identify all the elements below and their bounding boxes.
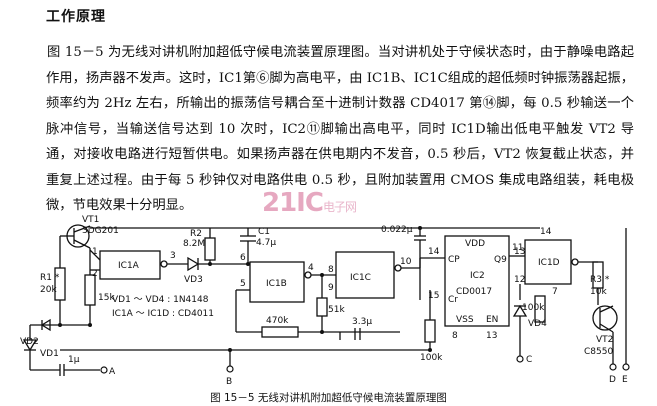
watermark-sub: 电子网: [322, 200, 357, 214]
label-c1-val: 4.7μ: [256, 238, 276, 248]
terminal-a: A: [109, 367, 116, 377]
pin-6: 6: [240, 253, 246, 263]
label-c-1u: 1μ: [68, 355, 80, 365]
pin-14: 14: [428, 247, 440, 257]
label-ic1c: IC1C: [350, 273, 371, 283]
pin-11: 11: [512, 243, 523, 253]
label-vd1: VD1: [40, 349, 59, 359]
label-ic2-part: CD0017: [456, 287, 492, 297]
label-vd3: VD3: [184, 275, 203, 285]
label-r-100k-right: 100k: [522, 303, 545, 313]
label-r1: R1 *: [40, 273, 60, 283]
terminal-b: B: [226, 377, 232, 387]
label-vd-note: VD1 ～ VD4 : 1N4148: [112, 295, 209, 305]
pin-9: 9: [328, 283, 334, 293]
watermark-main: 21IC: [262, 188, 324, 218]
terminal-d: D: [609, 375, 616, 385]
label-ic-note: IC1A ～ IC1D : CD4011: [112, 309, 214, 319]
label-ic1d: IC1D: [538, 258, 560, 268]
pin-8b: 8: [452, 331, 458, 341]
label-r-51k: 51k: [328, 305, 345, 315]
pin-13: 13: [486, 331, 497, 341]
label-ic1b: IC1B: [266, 279, 287, 289]
label-r3: R3 *: [590, 275, 610, 285]
pin-3: 3: [170, 251, 176, 261]
watermark-logo: 21IC电子网: [262, 188, 357, 218]
pin-14d: 14: [540, 227, 552, 237]
label-vt1-part: 3DG201: [82, 226, 119, 236]
pin-8: 8: [328, 265, 334, 275]
label-ic2-vdd: VDD: [465, 239, 485, 249]
label-r2-val: 8.2M: [183, 239, 205, 249]
body-paragraph: 图 15－5 为无线对讲机附加超低守候电流装置原理图。当对讲机处于守候状态时，由…: [46, 45, 634, 213]
label-r-100k-bottom: 100k: [420, 353, 443, 363]
label-c-022: 0.022μ: [381, 225, 413, 235]
terminal-c: C: [526, 355, 532, 365]
pin-1: 1: [92, 247, 98, 257]
pin-4: 4: [308, 263, 314, 273]
pin-13d: 13: [514, 247, 525, 257]
pin-15: 15: [428, 291, 439, 301]
label-vd2: VD2: [20, 337, 39, 347]
label-ic2-en: EN: [486, 315, 498, 325]
label-ic2-vss: VSS: [456, 315, 474, 325]
pin-5: 5: [240, 279, 246, 289]
label-vt2-part: C8550: [584, 347, 613, 357]
label-ic2-name: IC2: [470, 271, 485, 281]
figure-caption: 图 15－5 无线对讲机附加超低守候电流装置原理图: [210, 392, 447, 404]
label-ic2-cp: CP: [448, 255, 460, 265]
label-vt2: VT2: [596, 335, 613, 345]
pin-10: 10: [400, 257, 412, 267]
pin-2: 2: [92, 269, 98, 279]
label-c1: C1: [258, 227, 270, 237]
label-ic2-cr: Cr: [448, 295, 458, 305]
label-r3-val: 10k: [590, 287, 607, 297]
label-r1-val: 20k: [40, 285, 57, 295]
pin-12: 12: [514, 275, 525, 285]
label-vd4: VD4: [528, 319, 547, 329]
label-c-3u3: 3.3μ: [352, 317, 372, 327]
pin-7: 7: [552, 287, 558, 297]
section-heading: 工作原理: [46, 9, 106, 25]
label-r2: R2: [190, 229, 202, 239]
label-ic2-q9: Q9: [494, 255, 507, 265]
label-vt1: VT1: [82, 215, 99, 225]
label-r-470k: 470k: [266, 316, 289, 326]
label-r-15k: 15k: [98, 293, 115, 303]
label-ic1a: IC1A: [118, 261, 140, 271]
terminal-e: E: [622, 375, 628, 385]
